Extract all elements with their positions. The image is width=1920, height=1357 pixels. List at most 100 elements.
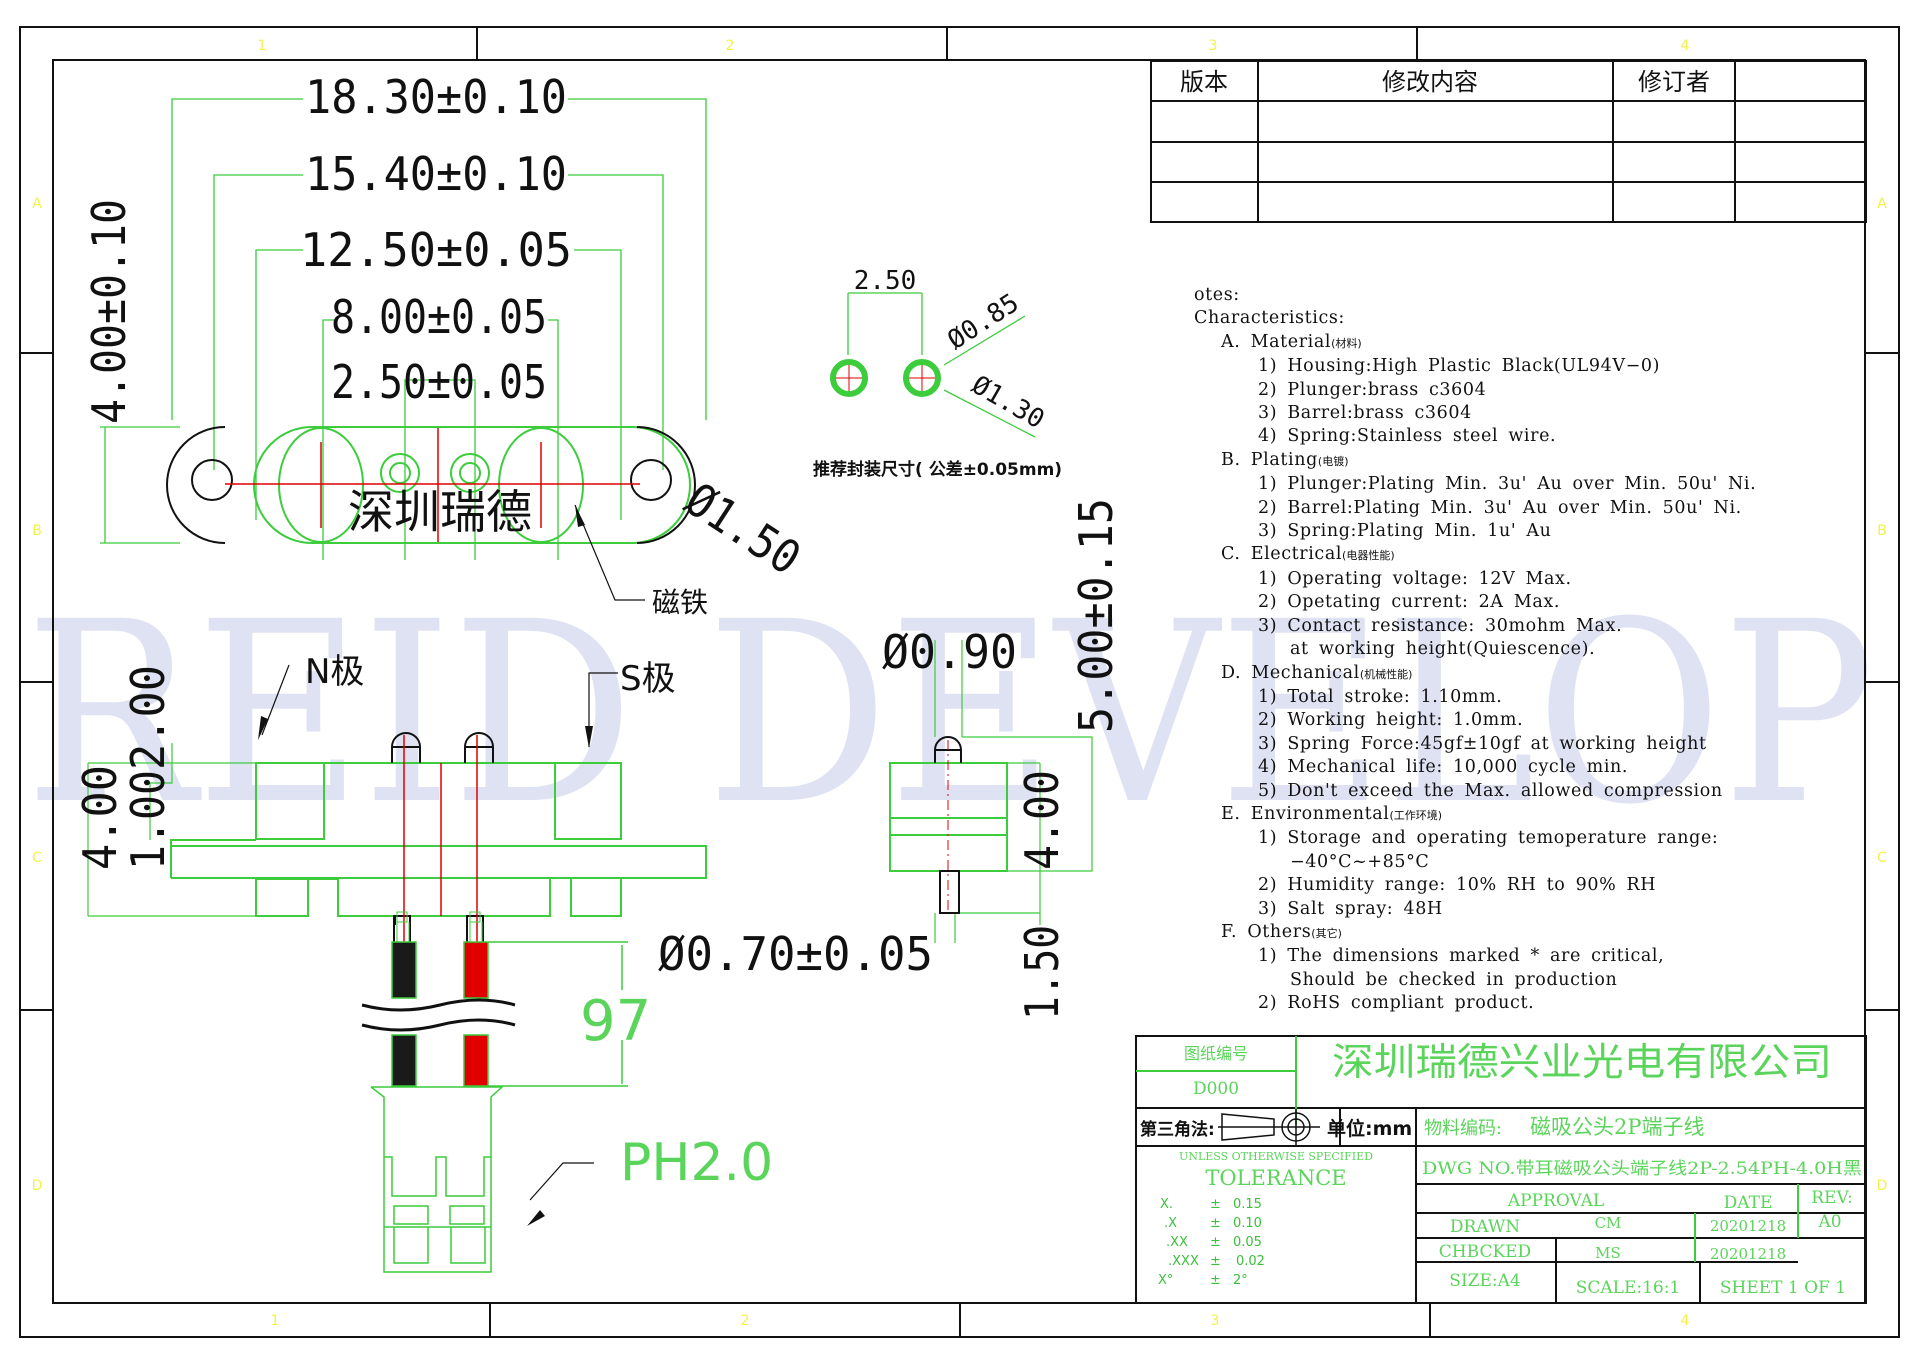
tolerance-value: 2° <box>1233 1273 1248 1288</box>
notes-section-label: F. Others <box>1221 921 1312 942</box>
drawn-by: CM <box>1595 1214 1622 1232</box>
zone-col-4-bottom: 4 <box>1681 1313 1690 1329</box>
third-angle-projection-icon <box>1218 1109 1320 1145</box>
revision-header-reviser: 修订者 <box>1638 68 1710 96</box>
revision-table: 版本 修改内容 修订者 <box>1150 60 1867 223</box>
drawn-date: 20201218 <box>1710 1217 1786 1235</box>
zone-row-d: D <box>32 1178 43 1194</box>
notes-section-heading: D. Mechanical(机械性能) <box>1194 662 1834 686</box>
watermark: REID DEVELOP <box>25 568 1875 859</box>
dim-front-pin: 2.00 <box>121 665 175 770</box>
front-view: 4.00 1.00 2.00 Ø0.70±0.05 N极 S极 97 PH2.0 <box>73 652 933 1273</box>
tolerance-note: UNLESS OTHERWISE SPECIFIED <box>1179 1150 1373 1163</box>
part-code-label: 物料编码: <box>1424 1118 1502 1139</box>
footprint-caption: 推荐封装尺寸( 公差±0.05mm) <box>813 459 1062 480</box>
notes-section-heading: A. Material(材料) <box>1194 331 1834 355</box>
tolerance-title: TOLERANCE <box>1205 1166 1346 1190</box>
tolerance-value: 0.02 <box>1236 1254 1265 1269</box>
tolerance-value: 0.10 <box>1233 1216 1262 1231</box>
zone-col-2-bottom: 2 <box>741 1313 750 1329</box>
magnet-label: 磁铁 <box>652 586 708 619</box>
zone-row-b-right: B <box>1877 523 1887 539</box>
tolerance-key: .XX <box>1166 1235 1188 1250</box>
tolerance-plus-minus: ± <box>1210 1197 1221 1212</box>
tolerance-plus-minus: ± <box>1210 1216 1221 1231</box>
footprint-pitch: 2.50 <box>854 266 917 296</box>
zone-col-1: 1 <box>258 38 267 54</box>
notes-item: 1) The dimensions marked * are critical, <box>1258 946 1665 967</box>
zone-row-c: C <box>32 850 42 866</box>
notes-sections: A. Material(材料)1) Housing:High Plastic B… <box>1194 331 1834 1016</box>
tolerance-key: .XXX <box>1168 1254 1199 1269</box>
notes-section-heading: B. Plating(电镀) <box>1194 449 1834 473</box>
zone-col-3-bottom: 3 <box>1211 1313 1220 1329</box>
notes-item: −40°C~+85°C <box>1290 851 1430 872</box>
notes-item: 1) Plunger:Plating Min. 3u' Au over Min.… <box>1258 474 1757 495</box>
notes-item: 1) Housing:High Plastic Black(UL94V−0) <box>1258 356 1661 377</box>
notes-section-heading: E. Environmental(工作环境) <box>1194 803 1834 827</box>
tolerance-value: 0.15 <box>1233 1197 1262 1212</box>
notes-item: at working height(Quiescence). <box>1290 639 1596 660</box>
tolerance-plus-minus: ± <box>1210 1235 1221 1250</box>
notes-panel: otes: Characteristics: A. Material(材料)1)… <box>1194 284 1834 1016</box>
black-wire-bottom <box>391 1034 417 1087</box>
projection-label: 第三角法: <box>1140 1119 1215 1140</box>
notes-item: 1) Storage and operating temoperature ra… <box>1258 828 1719 849</box>
zone-col-2: 2 <box>726 38 735 54</box>
dim-magnet-spacing: 12.50±0.05 <box>300 223 572 277</box>
dim-front-flange: 1.00 <box>121 770 175 870</box>
zone-row-c-right: C <box>1877 850 1887 866</box>
checked-date: 20201218 <box>1710 1245 1786 1263</box>
zone-row-a-right: A <box>1877 196 1887 212</box>
notes-item: 5) Don't exceed the Max. allowed compres… <box>1258 780 1723 801</box>
notes-section-cn: (机械性能) <box>1359 667 1413 681</box>
notes-section-heading: F. Others(其它) <box>1194 921 1834 945</box>
notes-item: 3) Contact resistance: 30mohm Max. <box>1258 615 1623 636</box>
tolerance-key: X° <box>1158 1273 1173 1288</box>
unit-label: 单位:mm <box>1327 1117 1412 1140</box>
drawing-frame <box>19 26 1900 1338</box>
zone-col-1-bottom: 1 <box>271 1313 280 1329</box>
footprint-inner-diameter: Ø0.85 <box>942 288 1024 356</box>
notes-item: 2) Barrel:Plating Min. 3u' Au over Min. … <box>1258 497 1742 518</box>
notes-section-heading: C. Electrical(电器性能) <box>1194 543 1834 567</box>
drawing-number-label: 图纸编号 <box>1184 1044 1248 1063</box>
notes-item: 2) Plunger:brass c3604 <box>1258 379 1487 400</box>
notes-section-label: B. Plating <box>1221 449 1318 470</box>
notes-item: 3) Spring Force:45gf±10gf at working hei… <box>1258 733 1707 754</box>
notes-item: 2) Humidity range: 10% RH to 90% RH <box>1258 875 1657 896</box>
dim-front-total-height: 4.00 <box>73 765 127 870</box>
notes-item: 4) Mechanical life: 10,000 cycle min. <box>1258 757 1629 778</box>
notes-section-cn: (电器性能) <box>1342 549 1395 563</box>
notes-subtitle: Characteristics: <box>1194 308 1345 329</box>
notes-section-label: E. Environmental <box>1221 803 1390 824</box>
dim-pin-diameter: Ø0.90 <box>882 625 1017 679</box>
tolerance-table: X.±0.15.X±0.10.XX±0.05.XXX±0.02X°±2° <box>1158 1197 1265 1288</box>
dim-wire-length: 97 <box>580 989 651 1054</box>
black-wire-top <box>391 941 417 999</box>
dim-body-height: 4.00±0.10 <box>82 199 136 424</box>
notes-title: otes: <box>1194 285 1240 305</box>
zone-markers: 1 2 3 4 1 2 3 4 A B C D A B C D <box>32 38 1888 1329</box>
notes-item: 1) Total stroke: 1.10mm. <box>1258 686 1503 707</box>
dim-side-tail: 1.50 <box>1015 925 1069 1020</box>
zone-row-d-right: D <box>1877 1178 1888 1194</box>
notes-item: 2) Opetating current: 2A Max. <box>1258 592 1561 613</box>
red-wire-top <box>463 941 489 999</box>
notes-section-label: D. Mechanical <box>1221 662 1360 683</box>
notes-section-cn: (其它) <box>1311 926 1342 940</box>
dim-overall-length: 18.30±0.10 <box>305 70 567 124</box>
recommended-footprint: 2.50 Ø0.85 Ø1.30 推荐封装尺寸( 公差±0.05mm) <box>813 266 1062 480</box>
approval-label: APPROVAL <box>1507 1191 1604 1211</box>
s-pole-label: S极 <box>620 659 676 699</box>
date-label: DATE <box>1724 1193 1773 1213</box>
connector-label: PH2.0 <box>620 1133 773 1193</box>
notes-section-cn: (电镀) <box>1317 454 1349 468</box>
title-block: 图纸编号 D000 深圳瑞德兴业光电有限公司 UNLESS OTHERWISE … <box>1135 1035 1867 1304</box>
checked-by: MS <box>1595 1244 1621 1262</box>
drawn-label: DRAWN <box>1450 1217 1520 1237</box>
top-view: 18.30±0.10 15.40±0.10 12.50±0.05 8.00±0.… <box>82 70 810 619</box>
sheet-size: SIZE:A4 <box>1449 1271 1520 1291</box>
notes-item: 3) Barrel:brass c3604 <box>1258 403 1472 424</box>
